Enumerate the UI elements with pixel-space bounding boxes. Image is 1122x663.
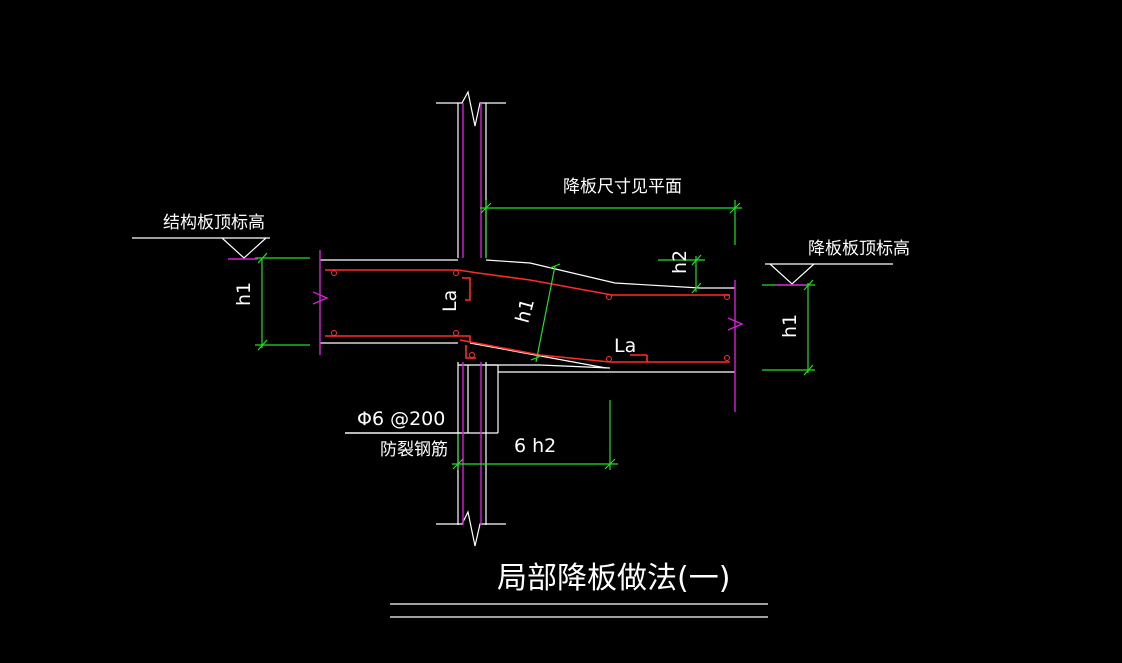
crack-rebar-label: 防裂钢筋: [380, 440, 448, 460]
rebar: [325, 269, 730, 363]
h1-left-label: h1: [233, 282, 255, 306]
dimensions: [255, 200, 815, 470]
section-cuts: [312, 103, 744, 525]
drawing-title: 局部降板做法(一): [497, 561, 730, 596]
elevation-marker-left: [132, 237, 270, 260]
h1-diag-label: h1: [512, 296, 539, 325]
structural-top-label: 结构板顶标高: [163, 213, 265, 233]
six-h2-label: 6 h2: [514, 435, 556, 457]
la-vertical-label: La: [439, 290, 461, 312]
title-underline: [390, 603, 768, 618]
h2-label: h2: [669, 250, 691, 274]
la-horizontal-label: La: [614, 335, 636, 357]
size-note-label: 降板尺寸见平面: [563, 177, 682, 197]
wall: [436, 90, 506, 547]
rebar-spec-label: Φ6 @200: [357, 408, 445, 430]
h1-right-label: h1: [779, 314, 801, 338]
elevation-marker-right: [765, 263, 893, 286]
rebar-dots: [331, 270, 730, 362]
lowered-top-label: 降板板顶标高: [808, 239, 910, 259]
